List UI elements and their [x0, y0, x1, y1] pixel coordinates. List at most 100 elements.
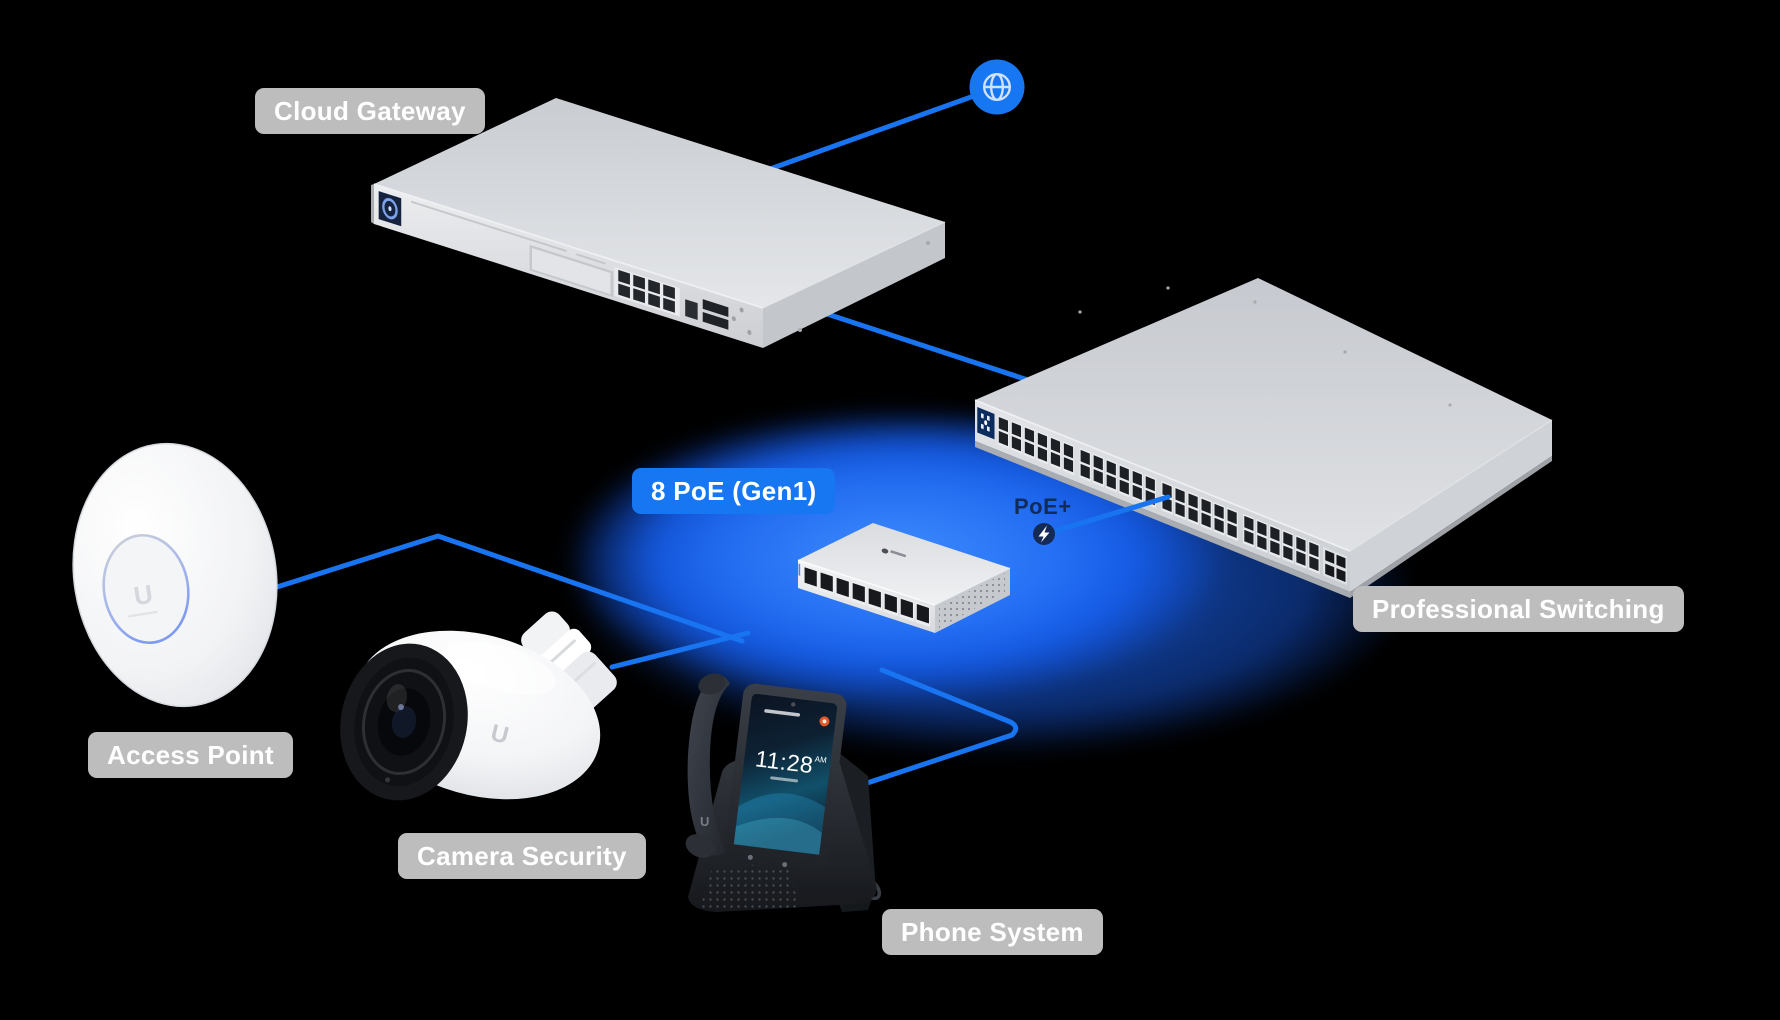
phone-logo: U	[700, 814, 709, 829]
ethernet-port	[1244, 529, 1254, 545]
line-switch-poe-power	[1049, 494, 1171, 535]
access-point-logo: U	[132, 579, 155, 612]
professional-switch-device	[974, 278, 1553, 598]
ethernet-port	[1119, 479, 1129, 495]
ethernet-port	[1270, 526, 1280, 542]
cloud-gateway-device	[371, 98, 946, 348]
phone-handset	[687, 675, 730, 856]
poe-switch-ethernet-ports	[803, 565, 931, 627]
ethernet-port	[1119, 465, 1129, 481]
ethernet-port	[1050, 437, 1061, 454]
gateway-sfp-port	[702, 299, 729, 317]
ethernet-port	[1093, 455, 1103, 471]
ethernet-port	[884, 593, 897, 613]
ethernet-port	[1080, 463, 1090, 480]
access-point-led-ring	[102, 533, 190, 645]
switch-sfp-port	[1325, 563, 1335, 578]
switch-ethernet-ports	[997, 414, 1320, 575]
ethernet-port	[1050, 451, 1061, 468]
gateway-rj45-port	[685, 299, 698, 320]
ethernet-port	[1188, 507, 1198, 523]
ethernet-port	[663, 297, 675, 313]
ethernet-port	[916, 604, 929, 624]
label-phone-system: Phone System	[882, 909, 1103, 955]
ethernet-port	[1037, 446, 1048, 462]
ethernet-port	[1309, 542, 1319, 558]
label-camera-security: Camera Security	[398, 833, 646, 879]
phone-front-camera	[791, 702, 796, 707]
ethernet-port	[1011, 436, 1022, 452]
ethernet-port	[900, 598, 913, 619]
poe-8-switch-device	[797, 523, 1011, 633]
gateway-sfp-port	[702, 311, 729, 330]
ethernet-port	[1201, 512, 1211, 528]
ethernet-port	[1132, 470, 1142, 487]
ethernet-port	[1162, 496, 1172, 512]
ethernet-port	[1063, 457, 1074, 473]
ethernet-port	[663, 284, 675, 300]
switch-sfp-port	[1336, 568, 1346, 582]
ethernet-port	[804, 567, 817, 587]
phone-clock-meridiem: AM	[814, 755, 827, 765]
line-accesspoint-poe	[274, 533, 745, 644]
ethernet-port	[1227, 509, 1237, 525]
switch-front-panel	[977, 407, 1347, 586]
switch-sfp-port	[1325, 550, 1335, 564]
ethernet-port	[1257, 534, 1267, 551]
gateway-ethernet-ports	[618, 269, 675, 313]
ethernet-port	[1296, 536, 1306, 552]
ethernet-port	[618, 269, 630, 285]
lightning-icon	[1033, 523, 1055, 545]
globe-icon	[969, 59, 1025, 115]
ethernet-port	[836, 577, 849, 598]
camera-lens	[340, 643, 468, 801]
ethernet-port	[1214, 503, 1224, 520]
line-gateway-internet	[767, 89, 988, 172]
poe-switch-led	[798, 563, 801, 576]
ethernet-port	[1145, 476, 1155, 492]
ethernet-port	[618, 283, 630, 299]
ethernet-port	[1283, 545, 1293, 561]
voip-phone-device: 11:28 AM U	[685, 673, 882, 912]
ethernet-port	[1188, 493, 1198, 509]
ethernet-port	[1106, 460, 1116, 476]
ethernet-port	[1024, 427, 1035, 443]
ethernet-port	[1244, 515, 1254, 531]
access-point-device: U	[72, 442, 278, 708]
phone-screen	[734, 693, 838, 855]
ethernet-port	[1132, 484, 1142, 500]
ethernet-port	[1214, 517, 1224, 533]
label-cloud-gateway: Cloud Gateway	[255, 88, 485, 134]
line-phone-poe	[828, 667, 1019, 798]
ethernet-port	[633, 274, 645, 290]
phone-date-text	[770, 776, 798, 783]
ethernet-port	[820, 572, 833, 592]
ethernet-port	[1037, 432, 1048, 448]
ethernet-port	[998, 416, 1009, 433]
camera-logo: U	[488, 719, 511, 749]
ethernet-port	[1175, 502, 1185, 518]
ethernet-port	[1227, 523, 1237, 539]
label-access-point: Access Point	[88, 732, 293, 778]
ethernet-port	[1270, 540, 1280, 556]
ethernet-port	[1024, 441, 1035, 457]
ethernet-port	[1080, 449, 1090, 466]
ethernet-port	[1309, 555, 1319, 572]
label-poe-switch: 8 PoE (Gen1)	[632, 468, 836, 514]
ethernet-port	[1162, 482, 1172, 499]
ethernet-port	[1011, 422, 1022, 438]
phone-speaker-grille	[700, 862, 800, 912]
ethernet-port	[633, 288, 645, 304]
line-gateway-switch	[809, 306, 1043, 387]
ethernet-port	[852, 582, 865, 603]
ethernet-port	[1283, 531, 1293, 547]
ethernet-port	[1257, 521, 1267, 537]
ethernet-port	[648, 293, 660, 308]
ethernet-port	[1093, 469, 1103, 485]
line-camera-poe	[609, 630, 751, 670]
security-camera-device: U	[340, 611, 617, 801]
poe-switch-front-panel	[798, 563, 931, 627]
ethernet-port	[648, 279, 660, 295]
